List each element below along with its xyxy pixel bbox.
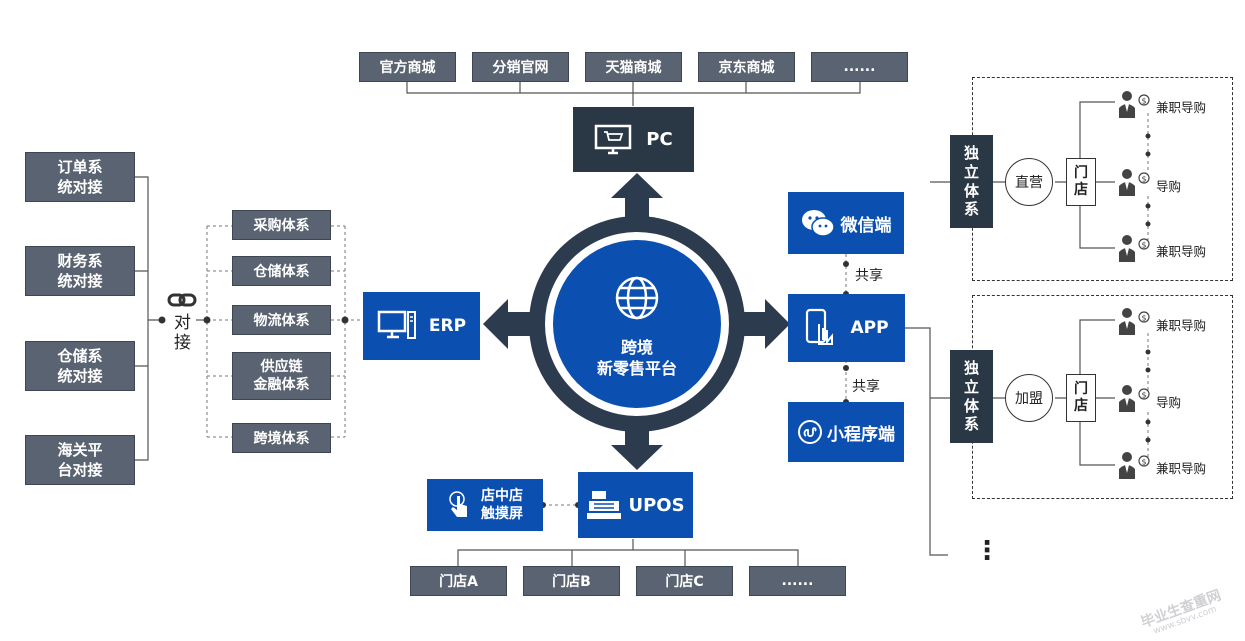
store-more[interactable]: ...... — [749, 566, 846, 596]
direct-store-node[interactable]: 门 店 — [1066, 158, 1096, 206]
guide-label: 导购 — [1156, 179, 1182, 194]
guide-label: 导购 — [1156, 395, 1182, 410]
store-c[interactable]: 门店C — [636, 566, 733, 596]
svg-text:$: $ — [1141, 314, 1146, 323]
guide-label: 兼职导购 — [1156, 100, 1207, 115]
svg-text:$: $ — [1141, 391, 1146, 400]
platform-hub — [483, 173, 790, 470]
wechat-label: 微信端 — [840, 215, 892, 236]
logistics-system[interactable]: 物流体系 — [232, 305, 331, 335]
customs-platform-integration[interactable]: 海关平 台对接 — [25, 435, 135, 485]
franchise-store-node[interactable]: 门 店 — [1066, 374, 1096, 422]
warehousing-system[interactable]: 仓储体系 — [232, 256, 331, 286]
guide-label: 兼职导购 — [1156, 461, 1207, 476]
erp-node[interactable]: ERP — [363, 292, 480, 360]
svg-text:$: $ — [1141, 458, 1146, 467]
independent-system-direct[interactable]: 独 立 体 系 — [950, 135, 993, 228]
guide-person-icon: $ — [1115, 449, 1155, 483]
svg-text:$: $ — [1141, 175, 1146, 184]
touchscreen-label: 店中店 触摸屏 — [481, 487, 523, 522]
chain-link-icon — [167, 293, 197, 307]
more-dots: ⋮ — [974, 536, 1000, 566]
guide-person-icon: $ — [1115, 232, 1155, 266]
miniprogram-label: 小程序端 — [827, 424, 895, 445]
channel-tmall[interactable]: 天猫商城 — [585, 52, 682, 82]
store-a[interactable]: 门店A — [410, 566, 507, 596]
phone-touch-icon — [806, 308, 834, 345]
app-node[interactable]: APP — [788, 294, 905, 362]
guide-person-icon: $ — [1115, 305, 1155, 339]
svg-text:$: $ — [1141, 97, 1146, 106]
share-label-top: 共享 — [855, 268, 883, 284]
order-system-integration[interactable]: 订单系 统对接 — [25, 152, 135, 202]
svg-text:$: $ — [1141, 241, 1146, 250]
franchise-node[interactable]: 加盟 — [1005, 374, 1053, 422]
erp-label: ERP — [428, 316, 467, 336]
guide-label: 兼职导购 — [1156, 244, 1207, 259]
warehouse-system-integration[interactable]: 仓储系 统对接 — [25, 341, 135, 391]
procurement-system[interactable]: 采购体系 — [232, 210, 331, 240]
guide-person-icon: $ — [1115, 166, 1155, 200]
channel-official-mall[interactable]: 官方商城 — [359, 52, 456, 82]
platform-title-line1: 跨境 — [620, 338, 653, 358]
supply-chain-finance-system[interactable]: 供应链 金融体系 — [232, 352, 331, 400]
globe-icon — [615, 276, 659, 320]
wechat-icon — [801, 210, 835, 237]
miniprogram-node[interactable]: 小程序端 — [788, 402, 904, 462]
wechat-node[interactable]: 微信端 — [788, 192, 904, 254]
guide-label: 兼职导购 — [1156, 318, 1207, 333]
channel-jd[interactable]: 京东商城 — [698, 52, 795, 82]
guide-person-icon: $ — [1115, 382, 1155, 416]
platform-title-line2: 新零售平台 — [596, 359, 677, 378]
channel-more[interactable]: ...... — [811, 52, 908, 82]
touchscreen-node[interactable]: 店中店 触摸屏 — [427, 479, 543, 531]
connect-label: 对 接 — [174, 313, 191, 354]
platform-title: 跨境 新零售平台 — [570, 332, 704, 386]
cross-border-system[interactable]: 跨境体系 — [232, 423, 331, 453]
upos-node[interactable]: UPOS — [578, 472, 693, 538]
channel-distribution-site[interactable]: 分销官网 — [472, 52, 569, 82]
pc-label: PC — [646, 129, 673, 150]
direct-operation-node[interactable]: 直营 — [1005, 158, 1053, 206]
cash-register-icon — [587, 491, 622, 519]
monitor-cart-icon — [595, 124, 632, 154]
touch-hand-icon — [449, 491, 467, 517]
miniprogram-icon — [798, 420, 822, 444]
computer-icon — [377, 310, 416, 339]
finance-system-integration[interactable]: 财务系 统对接 — [25, 246, 135, 296]
share-label-bottom: 共享 — [852, 379, 880, 395]
app-label: APP — [850, 318, 889, 338]
independent-system-franchise[interactable]: 独 立 体 系 — [950, 350, 993, 443]
guide-person-icon: $ — [1115, 88, 1155, 122]
upos-label: UPOS — [628, 494, 685, 516]
store-b[interactable]: 门店B — [523, 566, 620, 596]
pc-node[interactable]: PC — [573, 107, 694, 172]
